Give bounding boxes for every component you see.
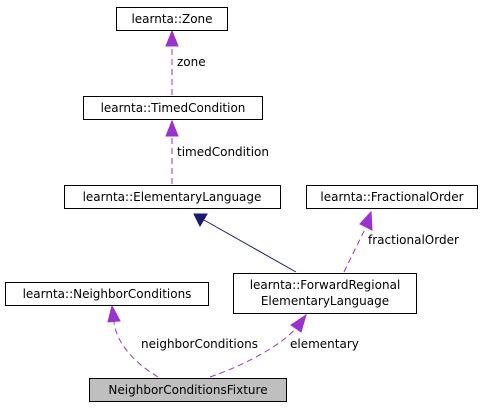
node-elementary-language-label: learnta::ElementaryLanguage <box>83 190 262 204</box>
node-neighbor-conditions-fixture[interactable]: NeighborConditionsFixture <box>89 378 287 402</box>
node-fractional-order-label: learnta::FractionalOrder <box>320 190 463 204</box>
edge-label-elementary: elementary <box>290 337 359 351</box>
edge-neighbor-conditions <box>107 304 159 378</box>
edge-label-fractional-order: fractionalOrder <box>368 233 459 247</box>
edge-fractional-order <box>343 210 373 273</box>
node-neighbor-conditions-fixture-label: NeighborConditionsFixture <box>108 383 267 397</box>
node-timed-condition-label: learnta::TimedCondition <box>101 101 246 115</box>
node-forward-regional-elementary-language[interactable]: learnta::ForwardRegional ElementaryLangu… <box>233 273 417 314</box>
node-forward-regional-label-line2: ElementaryLanguage <box>261 294 389 308</box>
node-timed-condition[interactable]: learnta::TimedCondition <box>83 96 263 120</box>
edge-zone <box>165 29 179 95</box>
edge-elementary <box>209 313 307 378</box>
node-elementary-language[interactable]: learnta::ElementaryLanguage <box>64 185 281 209</box>
node-neighbor-conditions[interactable]: learnta::NeighborConditions <box>5 282 209 306</box>
node-fractional-order[interactable]: learnta::FractionalOrder <box>306 185 478 209</box>
edge-inheritance <box>193 213 297 273</box>
edge-timed-condition <box>165 119 179 184</box>
edge-label-neighbor-conditions: neighborConditions <box>141 337 258 351</box>
node-forward-regional-label-line1: learnta::ForwardRegional <box>250 278 401 292</box>
node-neighbor-conditions-label: learnta::NeighborConditions <box>23 287 192 301</box>
edge-label-timed-condition: timedCondition <box>177 145 269 159</box>
node-zone-label: learnta::Zone <box>131 12 212 26</box>
edge-label-zone: zone <box>177 55 206 69</box>
node-zone[interactable]: learnta::Zone <box>116 7 228 31</box>
